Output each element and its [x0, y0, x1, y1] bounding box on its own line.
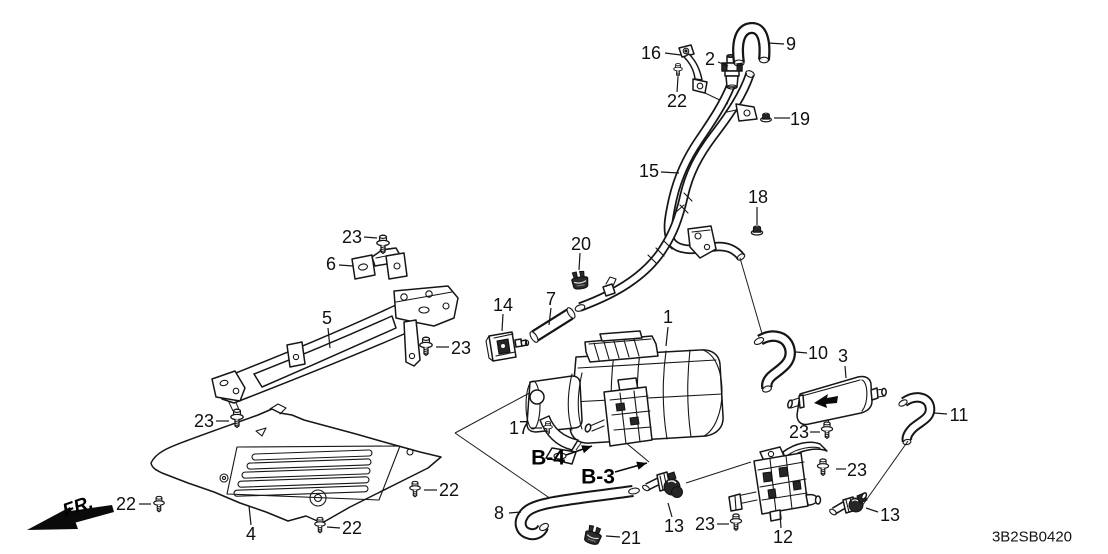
part-number-12: 12 — [773, 527, 793, 547]
u-hose-drawing — [732, 22, 771, 67]
callout-leader-5 — [327, 327, 331, 349]
part-number-19: 19 — [790, 109, 810, 129]
callout-leader-9 — [767, 42, 785, 45]
callout-leader-2 — [717, 61, 729, 67]
part-number-8: 8 — [494, 503, 504, 523]
j-hose-drawing — [514, 485, 640, 541]
callout-leader-13 — [865, 507, 879, 513]
callout-leader-21 — [605, 535, 621, 538]
connector-drawing — [485, 331, 530, 362]
small-hose-drawing — [898, 392, 936, 446]
hose-clip-20 — [570, 269, 590, 291]
part-number-13: 13 — [664, 516, 684, 536]
flange-bolt-23-d — [820, 421, 834, 439]
diagram-code: 3B2SB0420 — [992, 529, 1072, 546]
s-hose-drawing — [753, 330, 796, 393]
ref-arrow-head — [636, 461, 647, 470]
callout-leader-20 — [578, 252, 581, 271]
filter-drawing — [787, 375, 887, 426]
flange-nut-19 — [760, 112, 772, 123]
canister-stay-bracket-drawing — [211, 285, 459, 404]
vent-valve-drawing — [728, 441, 828, 522]
callout-leader-14 — [501, 313, 504, 332]
part-number-15: 15 — [639, 161, 659, 181]
pipe-bracket-mid — [687, 225, 717, 259]
part-number-23: 23 — [342, 227, 362, 247]
flange-bolt-23-b — [419, 336, 433, 357]
ref-arrow-head — [581, 445, 592, 454]
elbow-joint-right-drawing — [829, 492, 868, 516]
part-number-16: 16 — [641, 43, 661, 63]
callout-leader-8 — [508, 511, 522, 514]
part-number-10: 10 — [808, 343, 828, 363]
hose-clip-21 — [582, 523, 605, 547]
flow-arrow-mark — [814, 394, 838, 408]
part-number-3: 3 — [838, 346, 848, 366]
sub-bracket-drawing — [351, 247, 408, 280]
part-number-1: 1 — [663, 307, 673, 327]
part-number-23: 23 — [847, 460, 867, 480]
short-hose-drawing — [529, 307, 576, 343]
ref-label-B-4: B-4 — [531, 447, 565, 470]
part-number-7: 7 — [546, 289, 556, 309]
part-number-4: 4 — [246, 524, 256, 544]
part-number-9: 9 — [786, 34, 796, 54]
part-number-22: 22 — [116, 494, 136, 514]
callout-leader-22 — [676, 76, 679, 93]
pipe-clamp-band — [602, 283, 616, 297]
callout-leader-22 — [326, 526, 341, 529]
flange-nut-18 — [750, 225, 764, 236]
ref-label-B-3: B-3 — [581, 466, 615, 489]
flange-bolt-22-a — [153, 495, 165, 513]
part-number-13: 13 — [880, 505, 900, 525]
canister-pipe-assembly-drawing — [574, 70, 758, 312]
flange-bolt-22-d — [673, 63, 683, 77]
part-number-6: 6 — [326, 254, 336, 274]
connection-line — [454, 432, 552, 500]
part-number-20: 20 — [571, 234, 591, 254]
callout-leader-16 — [664, 52, 682, 56]
canister-drawing — [525, 330, 724, 465]
pipe-clamp-drawing — [678, 44, 708, 94]
callout-leader-23 — [363, 236, 378, 239]
part-number-18: 18 — [748, 187, 768, 207]
part-number-5: 5 — [322, 308, 332, 328]
part-number-22: 22 — [667, 91, 687, 111]
part-number-22: 22 — [342, 518, 362, 538]
connection-line — [739, 257, 764, 338]
part-number-23: 23 — [194, 411, 214, 431]
part-number-23: 23 — [789, 422, 809, 442]
callout-leader-6 — [338, 264, 354, 267]
callout-leader-11 — [933, 412, 948, 415]
callout-leader-1 — [665, 326, 669, 347]
flange-bolt-23-f — [729, 513, 743, 531]
connection-line — [685, 461, 752, 484]
flange-bolt-23-e — [816, 458, 830, 476]
under-cover-plate-drawing — [150, 403, 442, 524]
flange-bolt-22-b — [409, 480, 421, 498]
part-number-14: 14 — [493, 295, 513, 315]
callout-leader-12 — [779, 513, 782, 529]
canister-valve-block — [603, 386, 653, 447]
part-number-11: 11 — [950, 405, 969, 425]
pipe-protector-hatching — [647, 192, 693, 264]
callout-leader-13 — [667, 502, 673, 518]
callout-leader-7 — [548, 307, 552, 326]
callout-leader-4 — [248, 505, 252, 526]
fr-direction-arrow: FR. — [27, 492, 114, 530]
pipe-bracket-upper — [735, 103, 758, 122]
part-number-21: 21 — [621, 528, 641, 548]
part-number-2: 2 — [705, 49, 715, 69]
part-number-23: 23 — [451, 338, 471, 358]
part-number-17: 17 — [509, 418, 529, 438]
connection-line — [861, 440, 909, 507]
callout-leader-10 — [795, 351, 808, 354]
elbow-joint-left-drawing — [641, 471, 683, 498]
part-number-23: 23 — [695, 514, 715, 534]
part-number-22: 22 — [439, 480, 459, 500]
callout-leader-3 — [844, 365, 847, 379]
callout-leader-15 — [660, 171, 680, 174]
